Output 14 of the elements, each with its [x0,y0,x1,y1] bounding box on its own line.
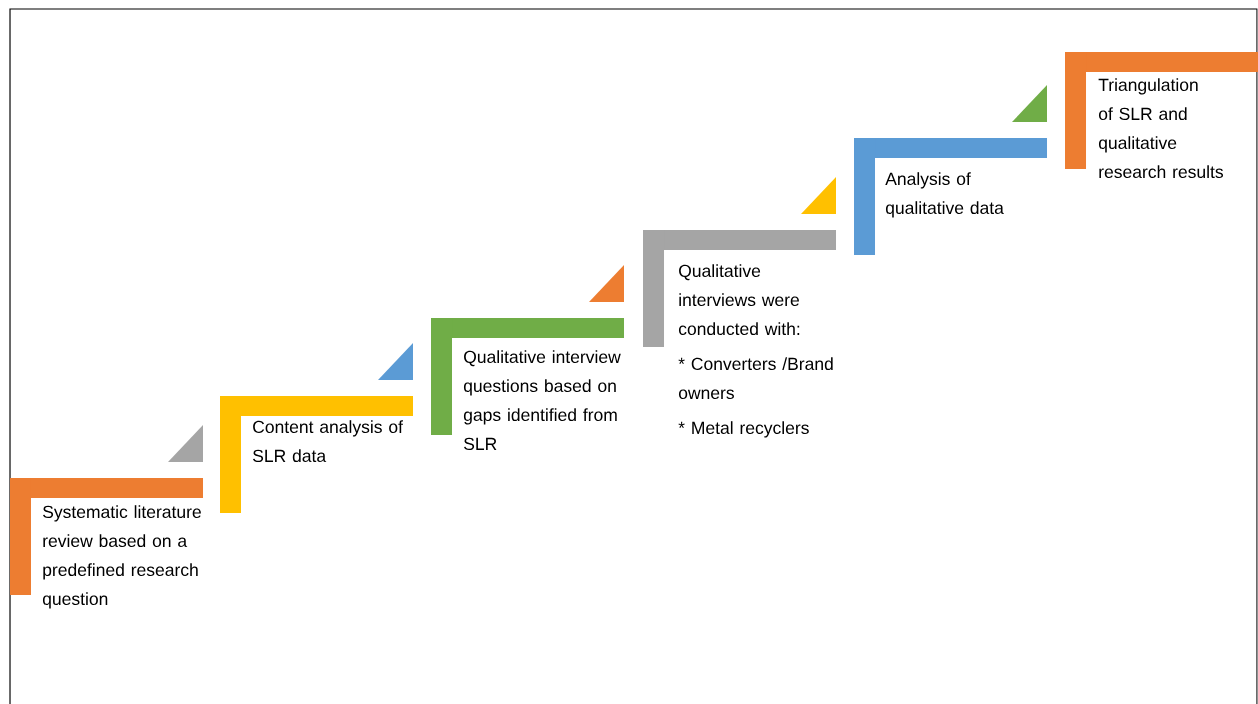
node-label: Triangulation of SLR and qualitative research results [1098,78,1224,179]
node-label: * Metal recyclers [678,421,809,438]
step-bracket: Triangulation of SLR and qualitative research results [1065,52,1258,179]
node-label: Systematic literature review based on a predefined research question [42,505,201,609]
step-bracket: Systematic literature review based on a predefined research question [10,478,203,609]
step-bracket: Content analysis of SLR data [220,396,413,513]
node-label: Qualitative interview questions based on gaps identified from SLR [463,350,621,451]
node-label: * Converters /Brand owners [678,357,833,400]
node-label: Content analysis of SLR data [253,420,403,463]
step-bracket: Analysis of qualitative data [854,138,1047,255]
step-bracket: Qualitative interview questions based on gaps identified from SLR [431,318,624,451]
node-label: Qualitative interviews were conducted with: [678,264,800,336]
node-label: Analysis of qualitative data [885,172,1004,218]
step-bracket: Qualitative interviews were conducted with: * Converters /Brand owners * Metal recyclers [643,230,836,438]
